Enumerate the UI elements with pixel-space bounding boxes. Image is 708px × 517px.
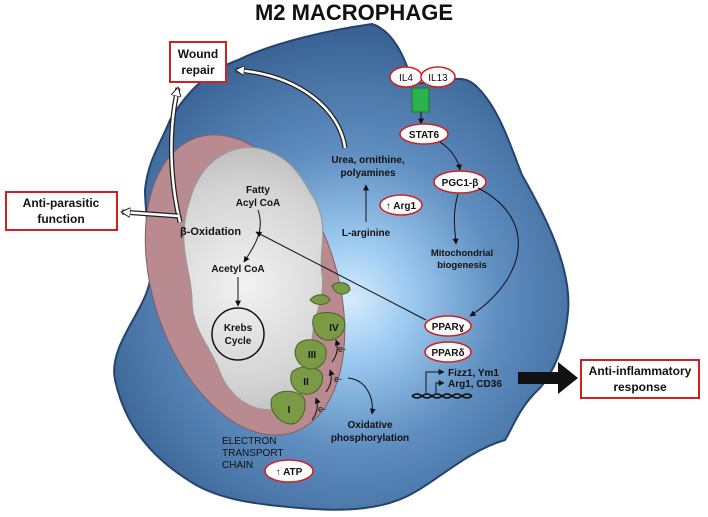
arg1-oval <box>379 194 423 216</box>
krebs-label-2: Cycle <box>225 336 252 347</box>
il13-label: IL13 <box>428 73 448 84</box>
arrow-to-anti-inflammatory <box>518 362 578 394</box>
complex-i-label: I <box>288 405 291 416</box>
complex-iv <box>312 312 346 341</box>
anti-inflammatory-label-2: response <box>613 380 667 394</box>
complex-ii-label: II <box>303 377 309 388</box>
pgc1b-label: PGC1-β <box>442 178 479 189</box>
fatty-acyl-label-2: Acyl CoA <box>236 198 280 209</box>
acetyl-coa-label: Acetyl CoA <box>211 264 264 275</box>
ppar-delta-oval <box>424 341 472 363</box>
anti-parasitic-box <box>5 191 118 231</box>
ppar-gamma-oval <box>424 315 472 337</box>
arg1-label: ↑ Arg1 <box>386 201 417 212</box>
anti-inflammatory-label-1: Anti-inflammatory <box>589 364 692 378</box>
page-title: M2 MACROPHAGE <box>255 0 453 25</box>
anti-parasitic-label-1: Anti-parasitic <box>23 196 100 210</box>
etc-label-1: ELECTRON <box>222 436 276 447</box>
electron-label-3: e- <box>338 344 346 354</box>
urea-label-2: polyamines <box>340 168 395 179</box>
wound-repair-label-2: repair <box>181 63 215 77</box>
il13-oval <box>420 66 456 88</box>
ppar-delta-label: PPARδ <box>431 348 464 359</box>
atp-label: ↑ ATP <box>276 467 303 478</box>
electron-label-2: e- <box>334 374 342 384</box>
complex-iv-label: IV <box>329 323 339 334</box>
beta-oxidation-label: β-Oxidation <box>180 226 241 238</box>
complex-iii <box>294 339 327 370</box>
urea-label-1: Urea, ornithine, <box>331 155 405 166</box>
genes-label-2: Arg1, CD36 <box>448 379 502 390</box>
oxphos-label-2: phosphorylation <box>331 433 409 444</box>
biogenesis-label-1: Mitochondrial <box>431 248 493 259</box>
etc-cap-left <box>309 294 331 305</box>
complex-iii-label: III <box>308 350 317 361</box>
krebs-label-1: Krebs <box>224 323 253 334</box>
stat6-label: STAT6 <box>409 130 440 141</box>
il4-label: IL4 <box>399 73 413 84</box>
anti-parasitic-label-2: function <box>37 212 84 226</box>
oxphos-label-1: Oxidative <box>347 420 392 431</box>
genes-label-1: Fizz1, Ym1 <box>448 368 499 379</box>
stat6-oval <box>399 123 449 145</box>
wound-repair-label-1: Wound <box>178 47 218 61</box>
l-arginine-label: L-arginine <box>342 228 391 239</box>
pgc1b-oval <box>433 170 487 194</box>
wound-repair-box <box>169 41 227 83</box>
electron-label-1: e- <box>318 404 326 414</box>
biogenesis-label-2: biogenesis <box>437 260 487 271</box>
atp-oval <box>264 459 314 483</box>
etc-label-2: TRANSPORT <box>222 448 284 459</box>
receptor-green <box>411 87 430 113</box>
etc-label-3: CHAIN <box>222 460 253 471</box>
etc-cap-right <box>331 282 351 295</box>
arrow-ppar-to-oxidation <box>255 231 427 321</box>
anti-inflammatory-box <box>580 359 700 399</box>
ppar-gamma-label: PPARɣ <box>432 322 465 333</box>
complex-i <box>270 390 306 425</box>
fatty-acyl-label-1: Fatty <box>246 185 270 196</box>
krebs-cycle-circle <box>211 307 265 361</box>
